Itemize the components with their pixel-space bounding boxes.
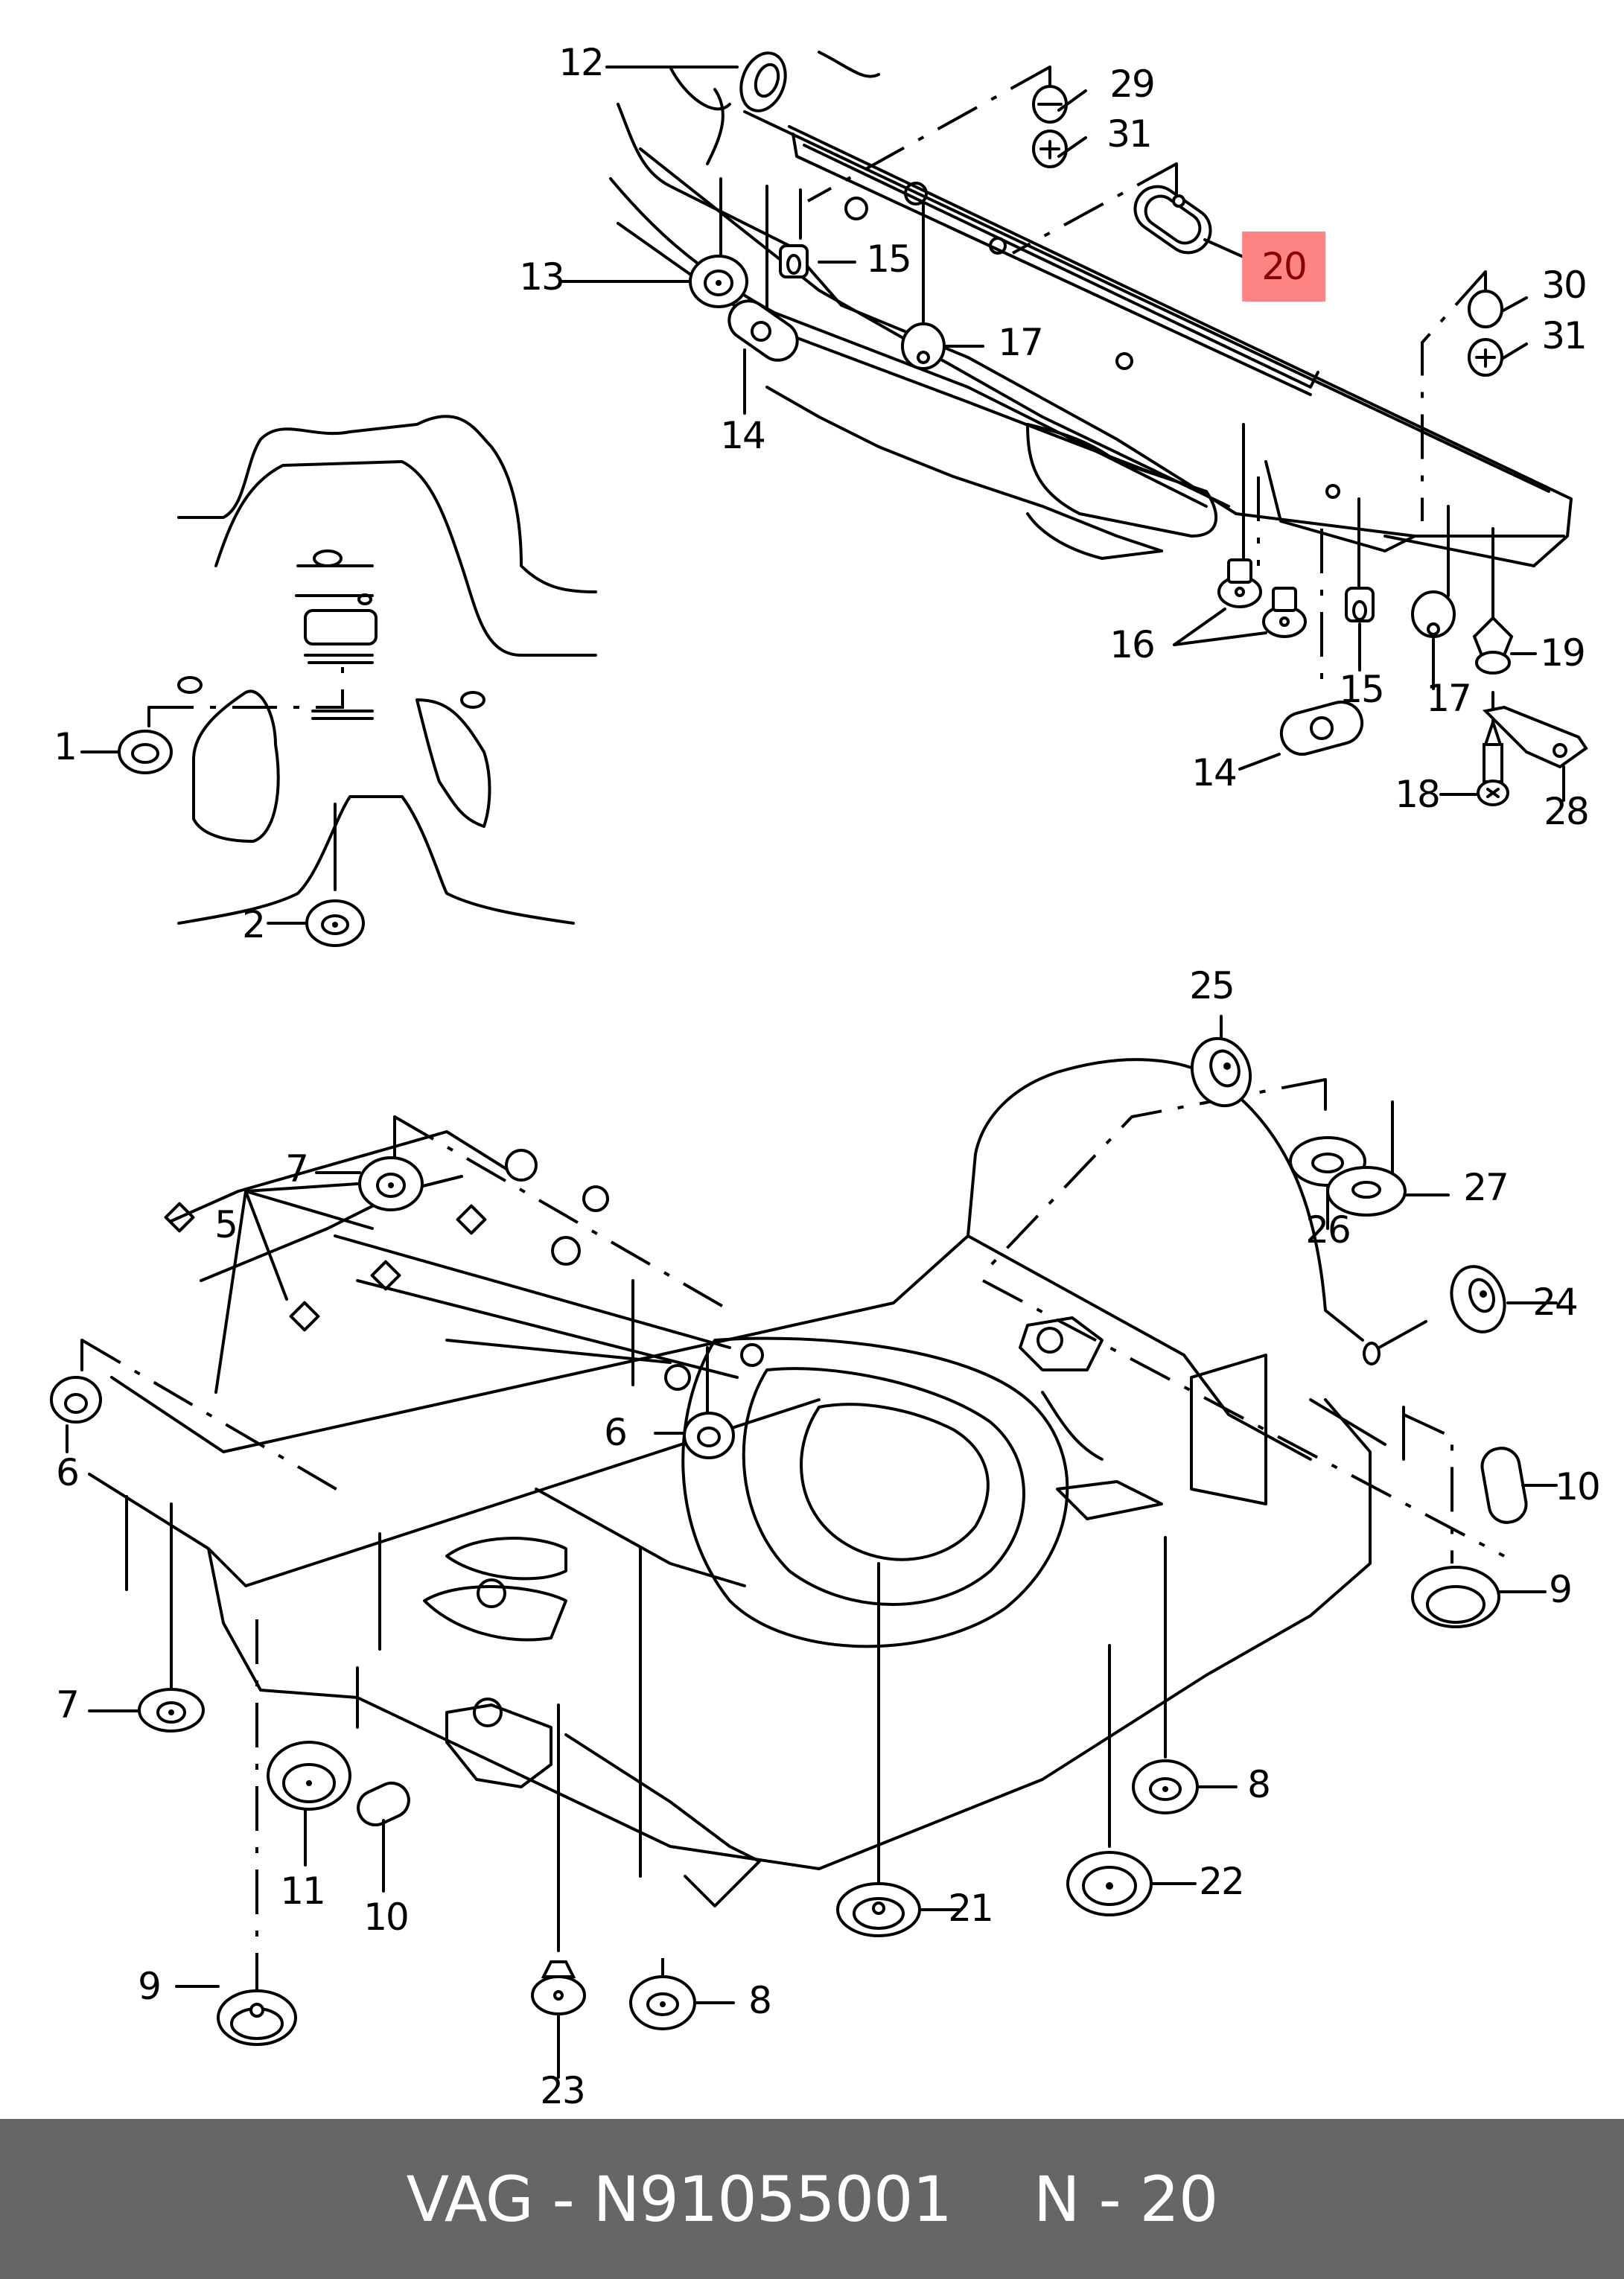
caption-separator: - [552, 2162, 575, 2236]
callout-23: 23 [540, 2069, 586, 2112]
callout-9: 9 [1549, 1568, 1573, 1611]
callout-20-highlighted: 20 [1242, 232, 1325, 302]
callout-10: 10 [363, 1896, 410, 1939]
callout-24: 24 [1532, 1281, 1579, 1324]
part-number: N91055001 [593, 2162, 952, 2236]
callout-31: 31 [1541, 314, 1588, 357]
callout-19: 19 [1540, 631, 1586, 675]
callout-15: 15 [1339, 668, 1385, 711]
callout-21: 21 [948, 1887, 994, 1930]
callout-leaders [66, 66, 1565, 2079]
callout-8: 8 [748, 1979, 772, 2022]
callout-29: 29 [1109, 63, 1156, 106]
part-number-caption: VAG - N91055001 N - 20 [0, 2119, 1624, 2279]
callout-17: 17 [998, 321, 1044, 364]
callout-22: 22 [1199, 1860, 1245, 1903]
callout-9: 9 [138, 1965, 162, 2008]
callout-14: 14 [1191, 751, 1238, 794]
callout-26: 26 [1305, 1208, 1351, 1252]
callout-11: 11 [280, 1870, 326, 1913]
callout-2: 2 [242, 903, 266, 946]
leader-lines [80, 66, 1505, 2003]
callout-17: 17 [1426, 677, 1472, 720]
callout-1: 1 [54, 725, 77, 768]
callout-25: 25 [1189, 964, 1235, 1007]
callout-30: 30 [1541, 264, 1588, 307]
callout-7: 7 [56, 1683, 80, 1727]
callout-13: 13 [519, 255, 565, 299]
callout-31: 31 [1106, 112, 1153, 156]
callout-10: 10 [1555, 1465, 1601, 1508]
callout-16: 16 [1109, 623, 1156, 666]
callout-28: 28 [1544, 790, 1590, 833]
callout-5: 5 [214, 1203, 238, 1246]
callout-14: 14 [720, 414, 766, 457]
callout-6: 6 [604, 1411, 628, 1454]
parts [50, 51, 1588, 2046]
parts-diagram [50, 51, 1588, 2079]
callout-15: 15 [866, 238, 912, 281]
position-label: N - 20 [1033, 2162, 1218, 2236]
floor-sill-assembly [609, 51, 1573, 567]
callout-18: 18 [1395, 773, 1441, 816]
callout-12: 12 [558, 41, 605, 84]
rear-floor-panel [177, 415, 597, 925]
brand-label: VAG [406, 2162, 534, 2236]
rear-underbody [88, 1058, 1386, 1907]
callout-6: 6 [56, 1451, 80, 1494]
callout-27: 27 [1463, 1166, 1509, 1209]
callout-7: 7 [285, 1147, 309, 1191]
callout-8: 8 [1247, 1763, 1271, 1806]
